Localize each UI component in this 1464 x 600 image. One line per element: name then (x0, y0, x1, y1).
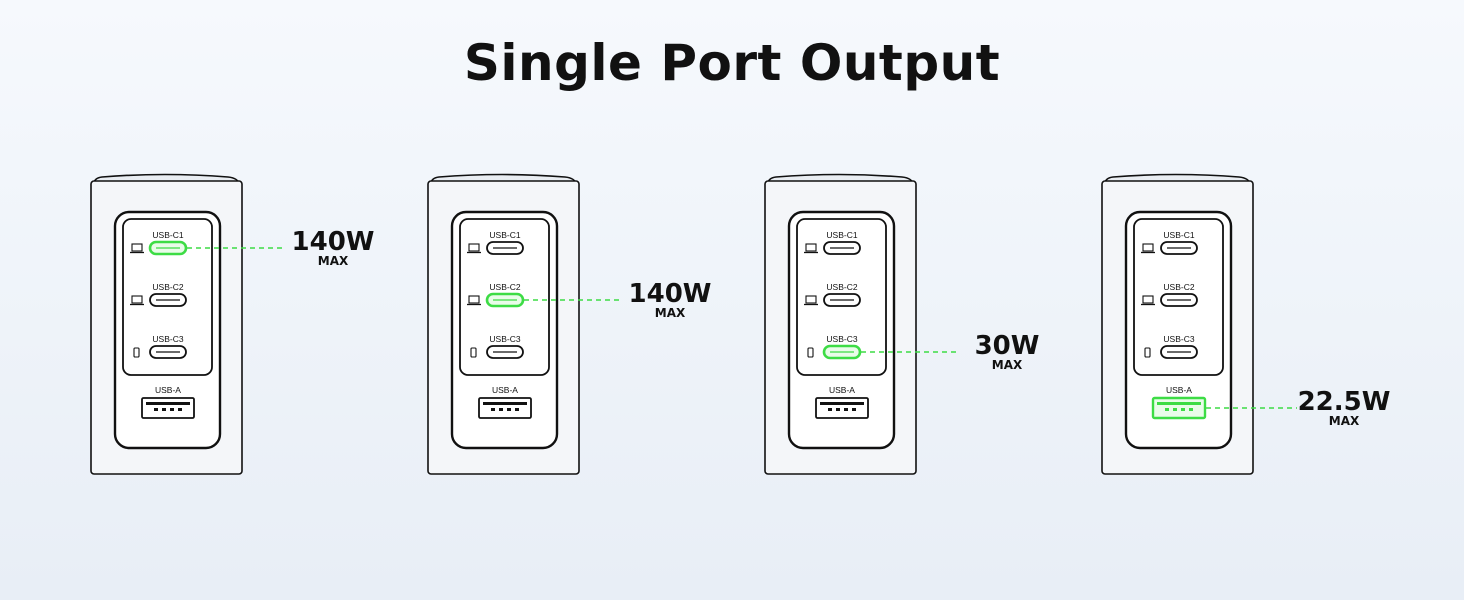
laptop-icon (1141, 243, 1155, 254)
phone-icon (807, 347, 814, 358)
port-label: USB-C2 (152, 282, 183, 292)
max-label: MAX (991, 358, 1023, 372)
watt-value: 30W (974, 331, 1040, 361)
port-label: USB-C1 (1163, 230, 1194, 240)
watt-value: 140W (291, 227, 375, 257)
port-label: USB-C1 (826, 230, 857, 240)
laptop-icon (130, 295, 144, 306)
watt-value: 22.5W (1297, 387, 1391, 417)
laptop-icon (804, 243, 818, 254)
port-label: USB-C3 (1163, 334, 1194, 344)
port-label: USB-A (492, 385, 518, 395)
port-label: USB-C3 (826, 334, 857, 344)
port-label: USB-C1 (152, 230, 183, 240)
laptop-icon (1141, 295, 1155, 306)
max-label: MAX (317, 254, 349, 268)
max-label: MAX (654, 306, 686, 320)
port-label: USB-A (829, 385, 855, 395)
port-label: USB-C3 (489, 334, 520, 344)
phone-icon (470, 347, 477, 358)
usb-a-port (478, 397, 532, 419)
laptop-icon (467, 295, 481, 306)
port-label: USB-C1 (489, 230, 520, 240)
port-label: USB-C2 (826, 282, 857, 292)
port-label: USB-A (1166, 385, 1192, 395)
phone-icon (1144, 347, 1151, 358)
laptop-icon (467, 243, 481, 254)
max-label: MAX (1328, 414, 1360, 428)
phone-icon (133, 347, 140, 358)
usb-a-port (1151, 396, 1207, 420)
port-label: USB-C3 (152, 334, 183, 344)
usb-a-port (815, 397, 869, 419)
port-label: USB-C2 (1163, 282, 1194, 292)
laptop-icon (804, 295, 818, 306)
port-label: USB-A (155, 385, 181, 395)
watt-value: 140W (628, 279, 712, 309)
port-label: USB-C2 (489, 282, 520, 292)
page-title: Single Port Output (463, 34, 1001, 92)
usb-a-port (141, 397, 195, 419)
laptop-icon (130, 243, 144, 254)
